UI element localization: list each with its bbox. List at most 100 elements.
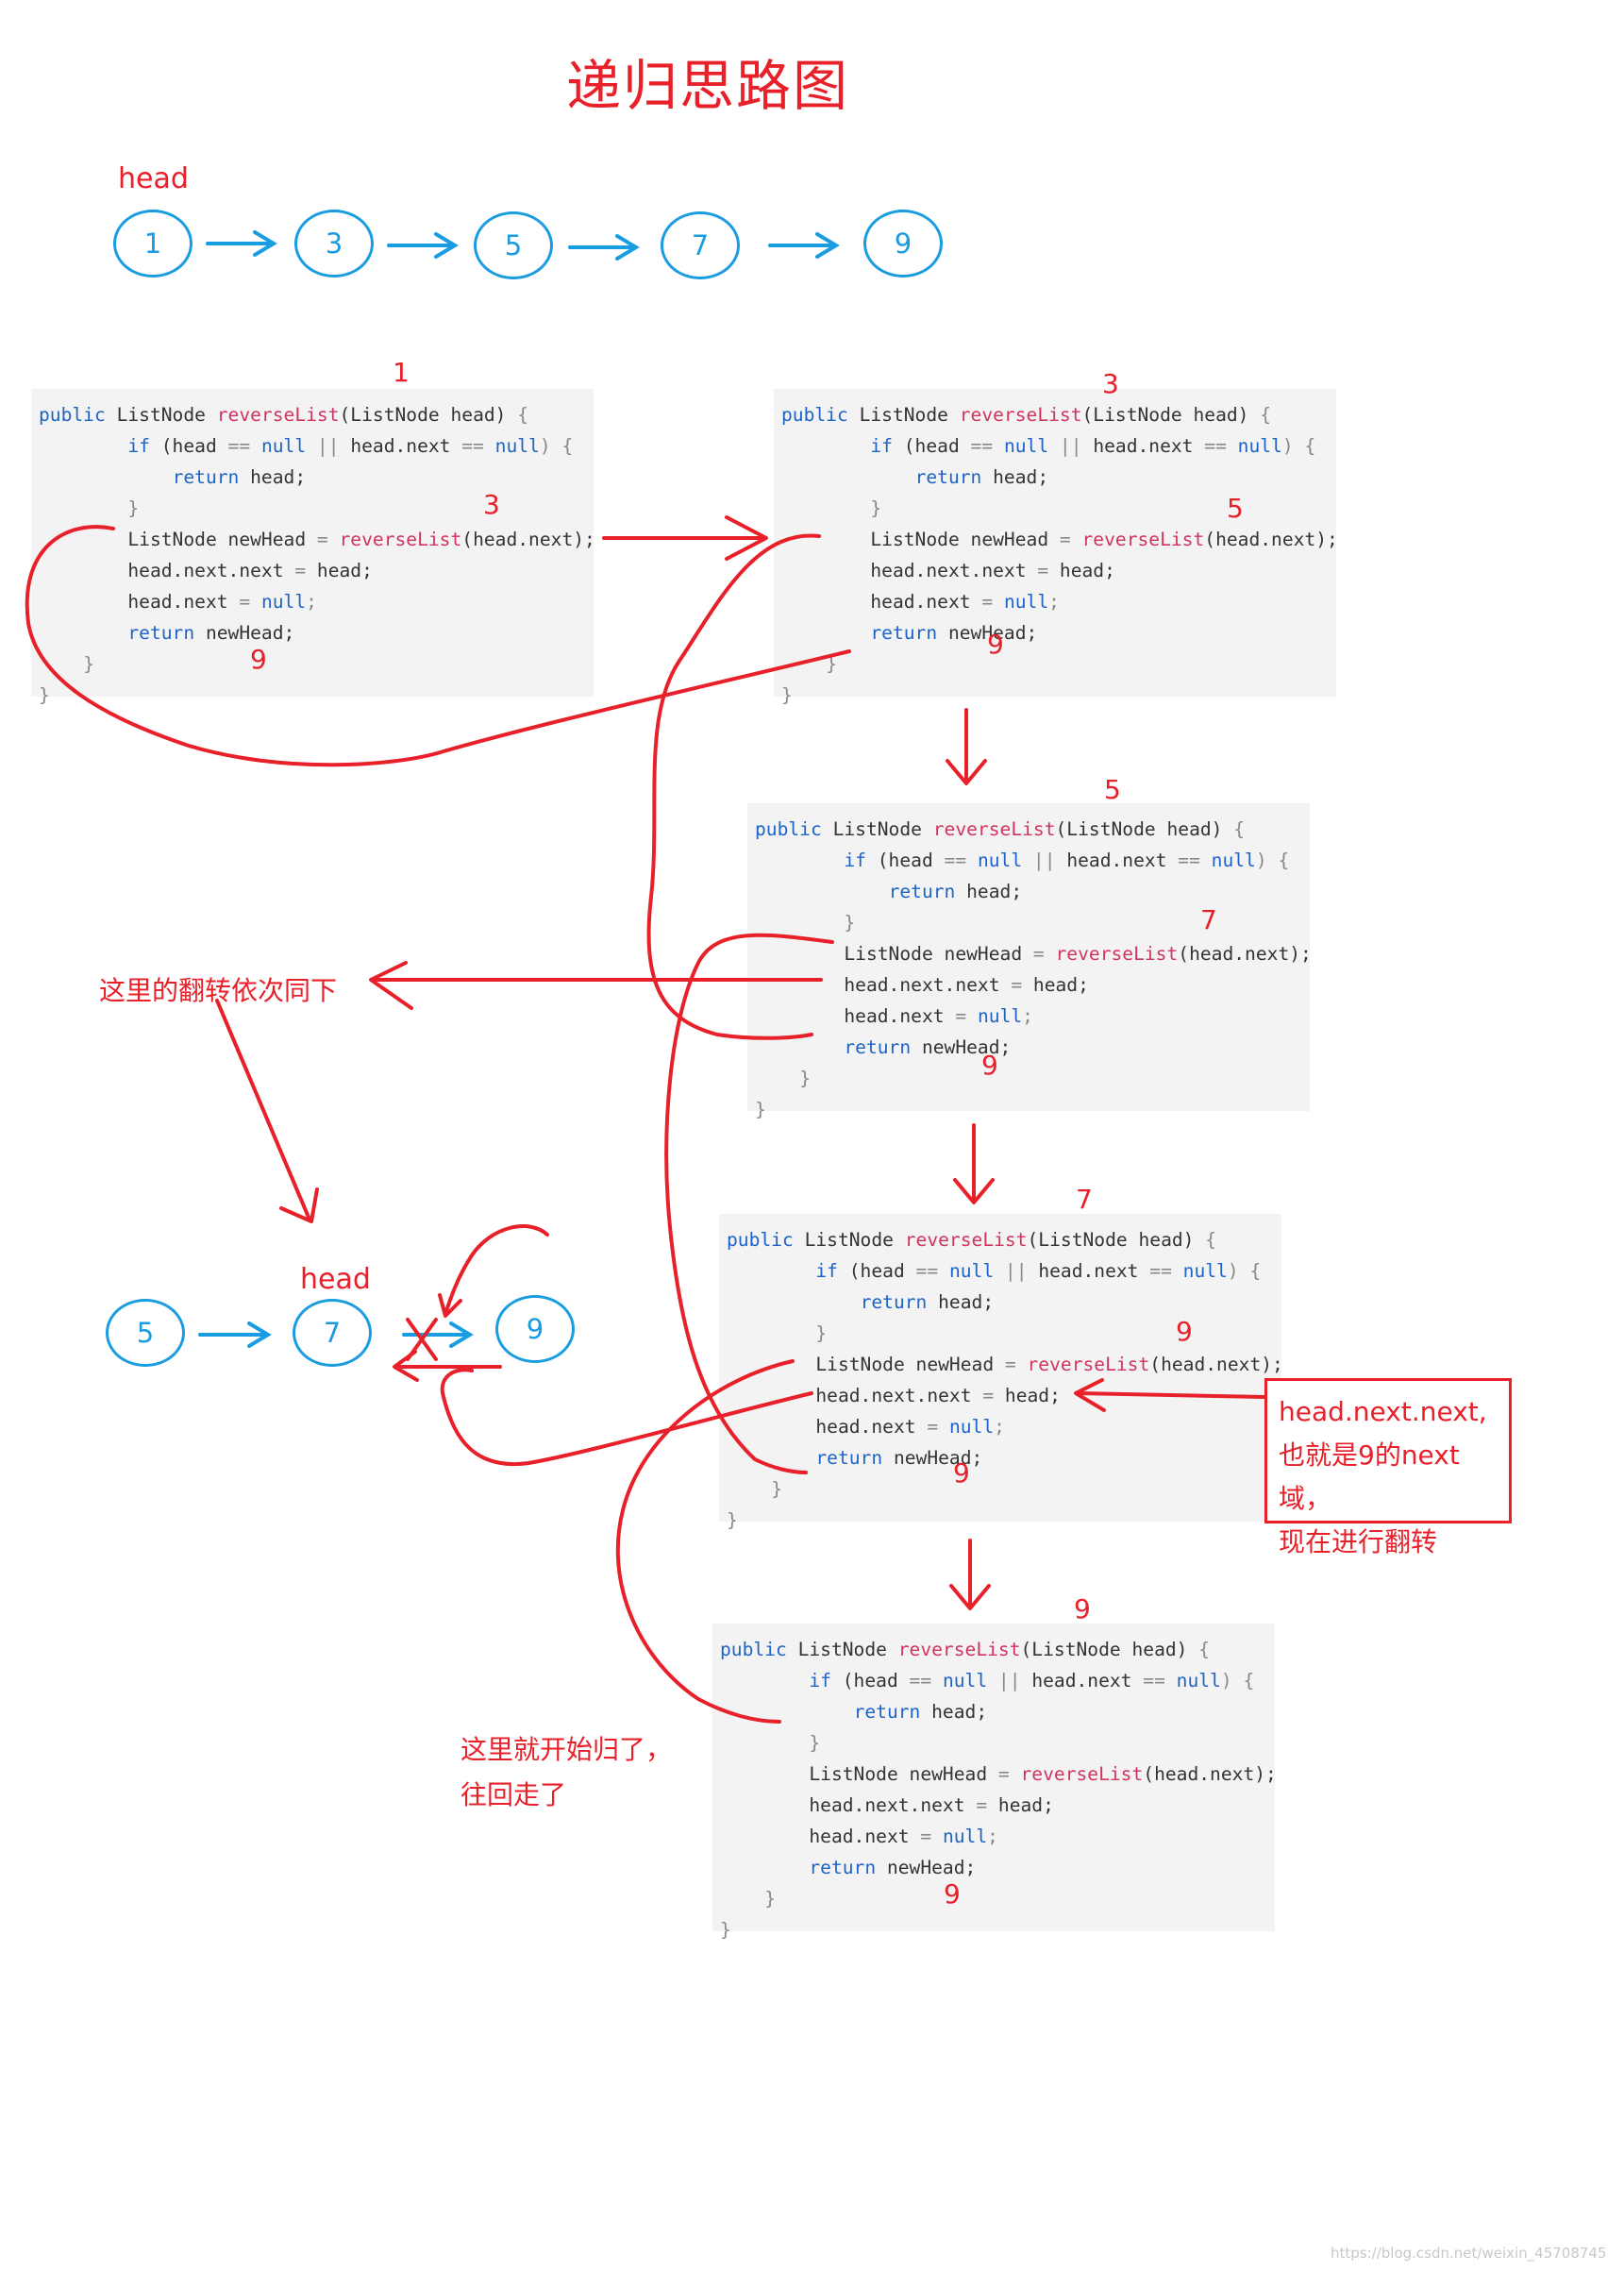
- code-line-next-next: head.next.next = head;: [127, 560, 373, 581]
- code-line-return-new: return newHead;: [809, 1857, 977, 1878]
- code-line-close-method: }: [826, 653, 837, 675]
- code-line-recursive-call: ListNode newHead = reverseList(head.next…: [870, 529, 1338, 550]
- loop-top-curve: [438, 1224, 549, 1318]
- code-line-recursive-call: ListNode newHead = reverseList(head.next…: [815, 1354, 1283, 1375]
- explanation-line-1: head.next.next,: [1279, 1396, 1487, 1427]
- code-line-return-head: return head;: [853, 1701, 988, 1723]
- code-line-if: if (head == null || head.next == null) {: [870, 435, 1316, 457]
- code-line-if: if (head == null || head.next == null) {: [809, 1670, 1255, 1691]
- bottom-head-label: head: [300, 1263, 371, 1296]
- top-head-label: head: [118, 162, 189, 195]
- code-frame-7: public ListNode reverseList(ListNode hea…: [719, 1214, 1283, 1531]
- explanation-line-3: 现在进行翻转: [1279, 1526, 1438, 1557]
- frame3-return-number: 9: [987, 629, 1004, 660]
- code-line-next-next: head.next.next = head;: [815, 1385, 1061, 1406]
- arrow-frame1-to-frame3: [602, 515, 768, 561]
- frame3-top-number: 3: [1102, 368, 1119, 399]
- arrow-frame3-to-frame5: [946, 708, 987, 785]
- frame1-return-number: 9: [250, 644, 267, 675]
- code-line-return-new: return newHead;: [870, 622, 1038, 644]
- top-arrow-4: [768, 232, 840, 259]
- top-arrow-2: [387, 232, 459, 259]
- arrow-down-to-bottom-list: [215, 999, 319, 1223]
- code-line-next-next: head.next.next = head;: [870, 560, 1115, 581]
- frame9-top-number: 9: [1074, 1593, 1091, 1624]
- code-line-return-head: return head;: [860, 1291, 995, 1313]
- code-line-recursive-call: ListNode newHead = reverseList(head.next…: [809, 1763, 1277, 1785]
- code-line-if: if (head == null || head.next == null) {: [815, 1260, 1262, 1282]
- frame3-call-number: 5: [1227, 493, 1244, 524]
- explanation-line-2: 也就是9的next域，: [1279, 1439, 1460, 1514]
- code-frame-5: public ListNode reverseList(ListNode hea…: [747, 803, 1312, 1120]
- code-line-next-next: head.next.next = head;: [809, 1794, 1054, 1816]
- code-line-if: if (head == null || head.next == null) {: [127, 435, 574, 457]
- code-line-close-class: }: [727, 1509, 738, 1531]
- code-line-signature: public ListNode reverseList(ListNode hea…: [755, 818, 1246, 840]
- loop-bottom-reverse: [440, 1368, 813, 1467]
- loop-frame1: [25, 525, 851, 767]
- code-line-recursive-call: ListNode newHead = reverseList(head.next…: [127, 529, 595, 550]
- top-arrow-3: [568, 234, 640, 261]
- arrow-box-pointer: [1074, 1378, 1266, 1412]
- code-line-close-method: }: [771, 1478, 782, 1500]
- code-line-next-null: head.next = null;: [809, 1826, 998, 1847]
- frame5-call-number: 7: [1200, 904, 1217, 935]
- diagram-title: 递归思路图: [566, 54, 850, 118]
- code-line-return-head: return head;: [172, 466, 307, 488]
- code-line-close-class: }: [720, 1919, 731, 1941]
- annotation-start-return-2: 往回走了: [460, 1779, 567, 1810]
- arrow-frame7-to-frame9: [949, 1539, 991, 1610]
- code-line-return-new: return newHead;: [127, 622, 295, 644]
- top-arrow-1: [206, 230, 277, 257]
- bottom-node-7: 7: [293, 1299, 372, 1367]
- code-line-return-new: return newHead;: [844, 1036, 1012, 1058]
- explanation-box: head.next.next, 也就是9的next域， 现在进行翻转: [1264, 1378, 1512, 1557]
- code-frame-9: public ListNode reverseList(ListNode hea…: [712, 1624, 1277, 1941]
- frame5-return-number: 9: [981, 1050, 998, 1081]
- code-line-next-null: head.next = null;: [870, 591, 1060, 613]
- arrow-same-below: [369, 961, 823, 1010]
- code-line-close-if: }: [844, 912, 856, 934]
- top-node-1: 1: [113, 210, 193, 278]
- code-line-close-class: }: [39, 684, 50, 706]
- code-line-close-if: }: [870, 497, 882, 519]
- code-line-signature: public ListNode reverseList(ListNode hea…: [39, 404, 529, 426]
- code-line-return-new: return newHead;: [815, 1447, 983, 1469]
- bottom-node-9: 9: [495, 1295, 575, 1363]
- top-node-9: 9: [863, 210, 943, 278]
- frame7-call-number: 9: [1176, 1316, 1193, 1347]
- code-line-close-method: }: [83, 653, 94, 675]
- frame9-return-number: 9: [944, 1878, 961, 1910]
- code-line-if: if (head == null || head.next == null) {: [844, 850, 1290, 871]
- code-line-next-next: head.next.next = head;: [844, 974, 1089, 996]
- code-line-close-method: }: [764, 1888, 776, 1910]
- top-node-3: 3: [294, 210, 374, 278]
- code-line-recursive-call: ListNode newHead = reverseList(head.next…: [844, 943, 1312, 965]
- watermark: https://blog.csdn.net/weixin_45708745: [1331, 2245, 1607, 2262]
- annotation-start-return-1: 这里就开始归了，: [460, 1734, 673, 1765]
- frame7-top-number: 7: [1076, 1184, 1093, 1215]
- code-line-signature: public ListNode reverseList(ListNode hea…: [781, 404, 1272, 426]
- code-line-next-null: head.next = null;: [844, 1005, 1033, 1027]
- code-line-signature: public ListNode reverseList(ListNode hea…: [727, 1229, 1217, 1251]
- code-line-close-method: }: [799, 1068, 811, 1089]
- loop-frame5: [664, 933, 834, 1474]
- code-line-close-if: }: [127, 497, 140, 519]
- code-line-close-if: }: [809, 1732, 821, 1754]
- code-line-close-class: }: [781, 684, 793, 706]
- code-line-return-head: return head;: [914, 466, 1049, 488]
- frame5-top-number: 5: [1104, 774, 1121, 805]
- bottom-arrow-2: [402, 1321, 474, 1348]
- code-line-next-null: head.next = null;: [815, 1416, 1005, 1438]
- arrow-frame5-to-frame7: [953, 1123, 995, 1204]
- code-line-close-if: }: [815, 1322, 828, 1344]
- code-line-close-class: }: [755, 1099, 766, 1120]
- bottom-node-5: 5: [106, 1299, 185, 1367]
- code-frame-1: public ListNode reverseList(ListNode hea…: [31, 389, 595, 706]
- code-frame-3: public ListNode reverseList(ListNode hea…: [774, 389, 1338, 706]
- frame1-call-number: 3: [483, 489, 500, 520]
- loop-frame3: [646, 533, 821, 1040]
- top-node-5: 5: [474, 211, 553, 279]
- top-node-7: 7: [661, 211, 740, 279]
